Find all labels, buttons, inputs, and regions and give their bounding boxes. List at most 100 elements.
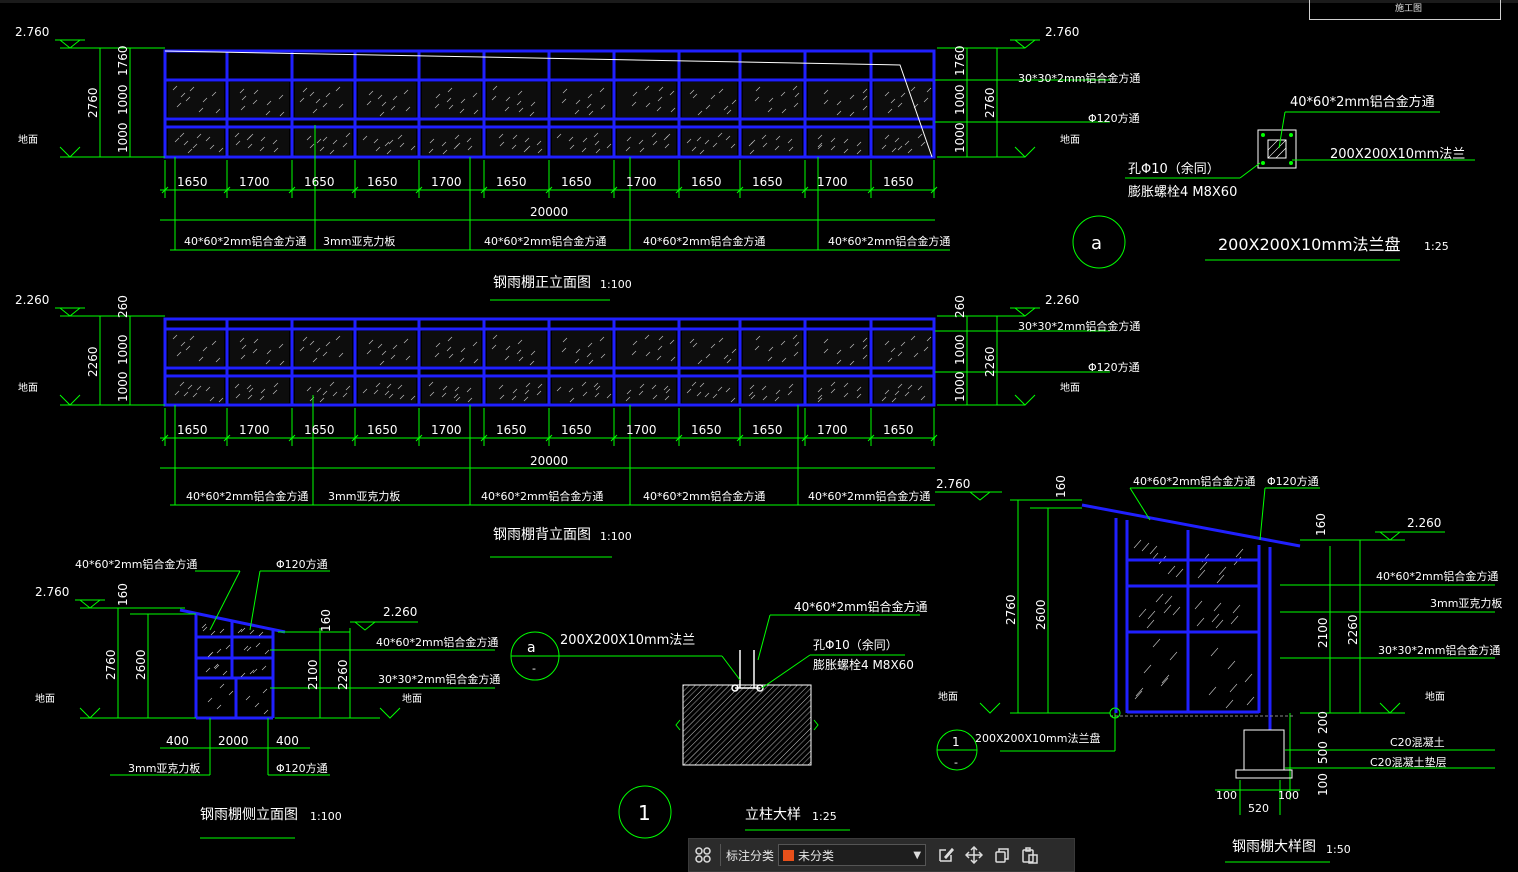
column-flange-note: 200X200X10mm法兰: [560, 633, 695, 648]
side-right-dim-0: 160: [319, 609, 333, 632]
flange-plate-note: 200X200X10mm法兰: [1330, 147, 1465, 162]
side-right-note-1: 30*30*2mm铝合金方通: [378, 672, 500, 686]
back-panel: [358, 378, 416, 403]
canopy-ground-right: 地面: [1425, 690, 1445, 703]
front-bay-dim: 1650: [496, 175, 527, 189]
back-bay-dim: 1700: [817, 423, 848, 437]
canopy-panel-hatch: [1133, 539, 1255, 709]
back-bay-dim: 1700: [239, 423, 270, 437]
back-tick: [223, 434, 231, 442]
side-hatch-stroke: [264, 649, 270, 655]
canopy-top-note-0: 40*60*2mm铝合金方通: [1133, 474, 1255, 488]
front-right-note-0: 30*30*2mm铝合金方通: [1018, 71, 1140, 85]
back-ground-label-right: 地面: [1060, 381, 1080, 394]
back-panel: [874, 378, 931, 403]
move-icon[interactable]: [960, 841, 988, 869]
edit-icon[interactable]: [932, 841, 960, 869]
chevron-down-icon: ▼: [913, 849, 922, 861]
back-left-dim-3: 1000: [116, 371, 130, 402]
back-tick: [161, 434, 169, 442]
column-bubble-a-sub: -: [532, 662, 536, 675]
back-panel: [168, 331, 224, 366]
back-right-note-0: 30*30*2mm铝合金方通: [1018, 319, 1140, 333]
back-tick: [351, 434, 359, 442]
back-right-dim-0: 260: [953, 295, 967, 318]
canopy-left-dim-0: 160: [1054, 475, 1068, 498]
back-right-dim-3: 2260: [983, 346, 997, 377]
back-dimension-lines: [60, 315, 1110, 558]
front-tick: [867, 186, 875, 194]
column-tube-note: 40*60*2mm铝合金方通: [794, 599, 928, 614]
back-bay-dim: 1650: [752, 423, 783, 437]
front-right-dim-1: 1000: [953, 84, 967, 115]
side-top-note-0: 40*60*2mm铝合金方通: [75, 557, 197, 571]
back-right-dim-1: 1000: [953, 334, 967, 365]
front-right-dim-0: 1760: [953, 45, 967, 76]
back-bay-dim: 1700: [431, 423, 462, 437]
side-hatch-stroke: [219, 628, 225, 634]
back-elev-top: 2.260: [15, 293, 49, 307]
flange-hole-note: 孔Φ10（余同）: [1128, 161, 1220, 177]
back-tick: [801, 434, 809, 442]
side-frame: [179, 608, 286, 720]
front-left-dim-3: 1000: [116, 122, 130, 153]
back-panel: [808, 331, 868, 366]
flange-bolts: [1261, 133, 1293, 165]
canopy-footing-dim-0: 100: [1216, 789, 1237, 802]
front-elevation: 2.760 2.760 地面 地面 2760 1760 1000 1000 17…: [15, 25, 1140, 301]
side-hatch-stroke: [243, 645, 249, 651]
back-panel: [487, 331, 546, 366]
side-hatch-stroke: [254, 702, 260, 708]
annotation-category-select[interactable]: 未分类 ▼: [778, 844, 927, 866]
side-hatch-stroke: [216, 704, 222, 710]
paste-icon[interactable]: [1016, 841, 1044, 869]
front-tick: [223, 186, 231, 194]
flange-plan: 40*60*2mm铝合金方通 200X200X10mm法兰 孔Φ10（余同） 膨…: [1072, 94, 1475, 269]
canopy-right-dim-4: 500: [1316, 741, 1330, 764]
front-bottom-note-3: 40*60*2mm铝合金方通: [643, 234, 765, 248]
annotation-toolbar: 标注分类 未分类 ▼: [688, 838, 1075, 872]
front-panel: [874, 82, 932, 117]
toolbar-separator: [720, 844, 721, 866]
column-leaders: [559, 614, 920, 839]
side-hatch-stroke: [237, 628, 243, 634]
side-hatch-stroke: [263, 709, 269, 715]
back-posts: [163, 319, 936, 405]
canopy-text: 2.760 2.260 地面 地面 160 2760 2600 160 2100…: [936, 474, 1502, 856]
back-panel: [552, 378, 612, 403]
front-panel: [358, 129, 416, 155]
front-total-dim: 20000: [530, 205, 568, 219]
canopy-scale: 1:50: [1326, 843, 1351, 856]
front-panel: [168, 82, 224, 117]
front-bay-dim: 1700: [431, 175, 462, 189]
canopy-hatch-stroke: [1141, 542, 1150, 552]
side-elev-top: 2.760: [35, 585, 69, 599]
front-bay-dim: 1650: [691, 175, 722, 189]
side-hatch-stroke: [261, 665, 267, 671]
flange-tube-hatch: [1267, 139, 1287, 159]
side-bottom-note-1: Φ120方通: [276, 761, 328, 775]
front-bottom-note-1: 3mm亚克力板: [323, 234, 395, 248]
front-elev-top: 2.760: [15, 25, 49, 39]
side-hatch-stroke: [208, 651, 214, 657]
canopy-hatch-stroke: [1218, 566, 1227, 576]
front-roof-line: [164, 50, 933, 158]
front-panel: [422, 129, 481, 155]
copy-icon[interactable]: [988, 841, 1016, 869]
front-panel: [422, 82, 481, 117]
column-post: [731, 650, 764, 692]
grid-icon[interactable]: [689, 841, 717, 869]
back-bay-dim: 1650: [561, 423, 592, 437]
front-bay-dim: 1650: [367, 175, 398, 189]
side-hatch-stroke: [202, 626, 208, 632]
canopy-hatch-stroke: [1135, 687, 1144, 697]
side-panel-hatch: [201, 623, 270, 715]
front-bay-dim: 1650: [561, 175, 592, 189]
front-panel: [743, 129, 802, 155]
column-text: a - 200X200X10mm法兰 40*60*2mm铝合金方通 孔Φ10（余…: [527, 599, 928, 825]
front-tick: [930, 186, 938, 194]
canopy-hatch-stroke: [1163, 604, 1172, 614]
back-panel: [230, 331, 289, 366]
